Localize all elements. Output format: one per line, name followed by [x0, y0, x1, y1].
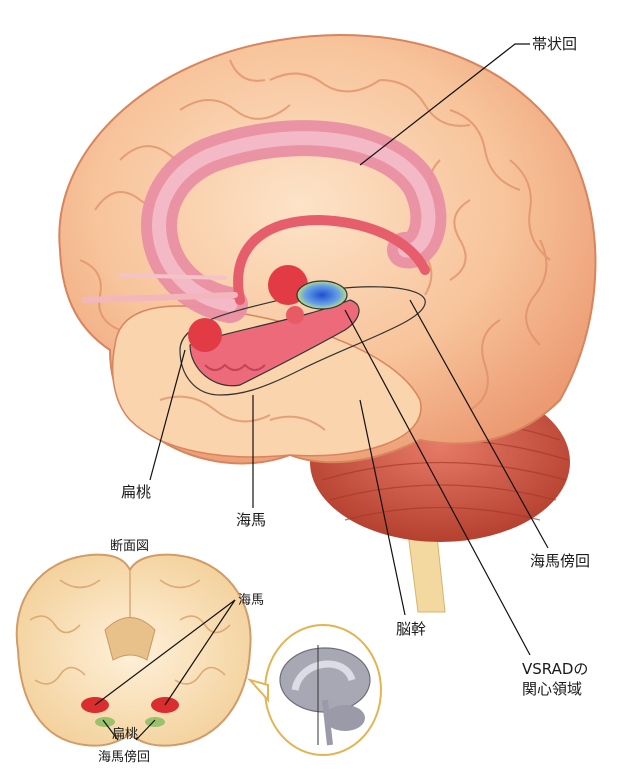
vsrad-label-line2: 関心領域: [522, 680, 582, 698]
amygdala-shape: [188, 318, 222, 352]
vsrad-label-line1: VSRADの: [522, 660, 588, 678]
inset-amygdala-label: 扁桃: [112, 727, 138, 742]
parahippocampal-gyrus-label: 海馬傍回: [530, 552, 590, 570]
brainstem-label: 脳幹: [396, 620, 426, 638]
vsrad-region: [297, 281, 347, 309]
coronal-section-inset: [17, 555, 251, 746]
callout-bubble: [250, 625, 381, 755]
cingulate-gyrus-label: 帯状回: [532, 35, 577, 53]
inset-parahippocampal-label: 海馬傍回: [98, 750, 150, 765]
amygdala-label: 扁桃: [121, 483, 151, 501]
inset-title: 断面図: [110, 539, 149, 554]
inset-hippocampus-label: 海馬: [238, 593, 264, 608]
hippocampus-label: 海馬: [236, 511, 266, 529]
